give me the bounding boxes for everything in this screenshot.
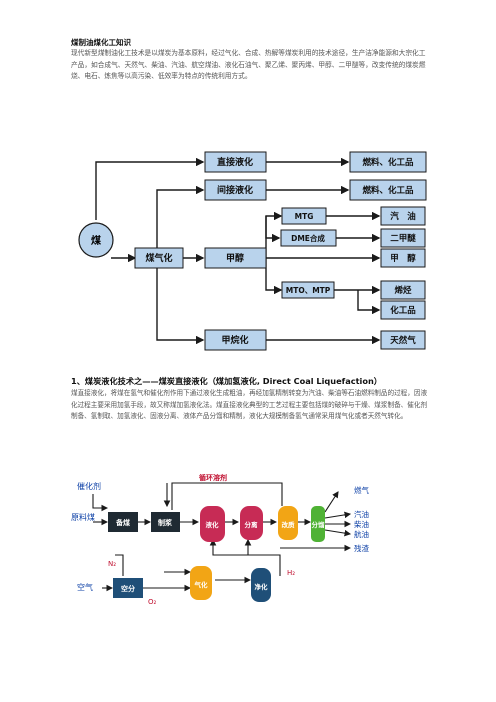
product-fuel-chem-1: 燃料、化工品 [349, 151, 427, 173]
n2-label: N₂ [108, 560, 116, 568]
svg-text:MTO、MTP: MTO、MTP [286, 286, 331, 295]
upgrading-vessel: 改质 [278, 506, 298, 540]
svg-text:分离: 分离 [245, 520, 259, 529]
svg-text:化工品: 化工品 [390, 305, 416, 316]
direct-liquefaction-diagram: 催化剂 原料煤 循环溶剂 空气 N₂ O₂ H₂ 备煤 制浆 空分 液化 分离 … [71, 473, 369, 606]
direct-liquefaction-box: 直接液化 [204, 151, 267, 173]
svg-text:备煤: 备煤 [115, 518, 131, 527]
svg-text:燃料、化工品: 燃料、化工品 [362, 157, 414, 168]
svg-text:天然气: 天然气 [390, 335, 416, 346]
methanol-box: 甲醇 [204, 247, 267, 269]
svg-text:燃料、化工品: 燃料、化工品 [362, 185, 414, 196]
raw-coal-label: 原料煤 [71, 512, 95, 522]
product-fuel-chem-2: 燃料、化工品 [349, 179, 427, 201]
product-gasoline-2: 汽油 [354, 509, 369, 519]
separation-vessel: 分离 [240, 506, 263, 540]
svg-text:煤: 煤 [91, 234, 101, 247]
svg-text:煤气化: 煤气化 [145, 252, 172, 264]
svg-text:改质: 改质 [282, 520, 296, 529]
svg-text:液化: 液化 [206, 520, 220, 529]
product-jet-fuel: 航油 [354, 529, 369, 539]
product-natural-gas: 天然气 [380, 330, 426, 350]
section-heading: 1、煤炭液化技术之——煤炭直接液化（煤加氢液化, Direct Coal Liq… [71, 376, 382, 386]
air-label: 空气 [77, 582, 93, 592]
recycle-solvent-label: 循环溶剂 [199, 473, 227, 482]
svg-text:制浆: 制浆 [158, 518, 173, 527]
intro-paragraph: 现代新型煤制油化工技术是以煤炭为基本原料，经过气化、合成、热解等煤炭利用的技术途… [71, 49, 426, 80]
catalyst-label: 催化剂 [77, 481, 101, 491]
svg-text:直接液化: 直接液化 [217, 156, 253, 168]
svg-text:汽 油: 汽 油 [390, 211, 416, 222]
svg-text:烯烃: 烯烃 [394, 285, 412, 296]
gasify-vessel: 气化 [190, 566, 212, 600]
slurry-box: 制浆 [151, 512, 180, 532]
svg-text:分馏: 分馏 [312, 520, 326, 529]
air-separation-box: 空分 [113, 578, 143, 598]
svg-text:空分: 空分 [121, 584, 135, 593]
product-diesel: 柴油 [354, 519, 369, 529]
svg-text:DME合成: DME合成 [291, 233, 325, 243]
svg-text:MTG: MTG [295, 212, 314, 221]
indirect-liquefaction-box: 间接液化 [204, 179, 267, 201]
svg-text:二甲醚: 二甲醚 [390, 233, 416, 244]
h2-label: H₂ [287, 569, 295, 577]
fractionation-column: 分馏 [311, 506, 325, 542]
product-residue: 残渣 [354, 543, 369, 553]
o2-label: O₂ [148, 598, 157, 606]
dme-synthesis-box: DME合成 [280, 229, 337, 247]
product-dme: 二甲醚 [380, 228, 426, 248]
methanation-box: 甲烷化 [204, 329, 267, 351]
purify-vessel: 净化 [251, 568, 271, 602]
svg-text:甲 醇: 甲 醇 [390, 253, 416, 264]
svg-text:甲烷化: 甲烷化 [221, 334, 248, 346]
product-fuel-gas: 燃气 [354, 485, 369, 495]
mtg-box: MTG [281, 207, 327, 225]
svg-text:甲醇: 甲醇 [226, 252, 244, 264]
product-methanol: 甲 醇 [380, 248, 426, 268]
product-chemicals: 化工品 [380, 300, 426, 320]
product-gasoline: 汽 油 [380, 206, 426, 226]
svg-text:气化: 气化 [194, 580, 209, 589]
liquefaction-paragraph: 煤直接液化，将煤在氢气和催化剂作用下通过液化生成粗油，再经加氢精制转变为汽油、柴… [71, 389, 428, 421]
svg-text:净化: 净化 [255, 582, 269, 591]
coal-node: 煤 [78, 222, 114, 258]
coal-prep-box: 备煤 [108, 512, 138, 532]
section-title: 煤制油煤化工知识 [71, 38, 131, 47]
gasification-box: 煤气化 [134, 247, 184, 269]
product-olefins: 烯烃 [380, 280, 426, 300]
svg-text:间接液化: 间接液化 [217, 184, 253, 196]
liquefaction-reactor: 液化 [200, 506, 225, 542]
mto-mtp-box: MTO、MTP [281, 281, 335, 299]
